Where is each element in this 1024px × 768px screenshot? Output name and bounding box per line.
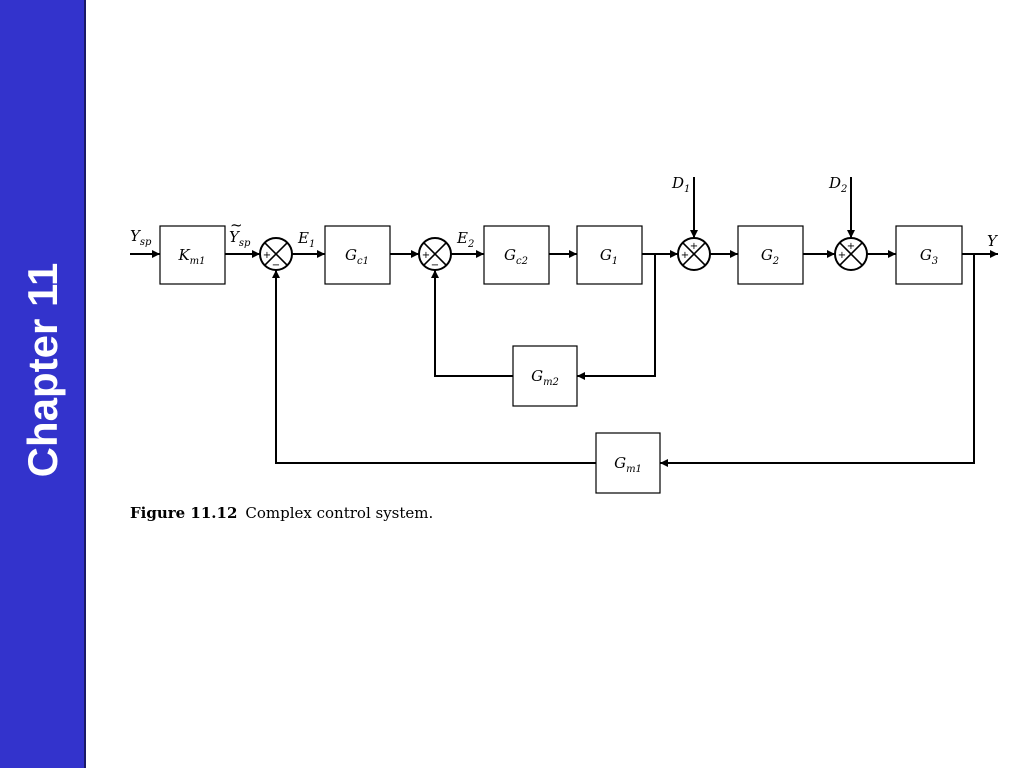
svg-text:G3: G3 xyxy=(920,246,938,267)
summing-junction-1: + − xyxy=(259,237,293,271)
svg-text:G2: G2 xyxy=(761,246,779,267)
svg-text:−: − xyxy=(431,260,439,271)
sidebar-band: Chapter 11 xyxy=(0,0,86,768)
label-y: Y xyxy=(987,232,999,250)
wire-outer-feedback-out xyxy=(660,254,975,467)
block-gc1: Gc1 xyxy=(324,225,391,285)
label-e2: E2 xyxy=(456,229,474,250)
summing-junction-2: + − xyxy=(418,237,452,271)
svg-text:+: + xyxy=(263,250,271,261)
signal-wires xyxy=(130,177,998,467)
svg-text:−: − xyxy=(272,260,280,271)
figure-caption: Figure 11.12 Complex control system. xyxy=(130,504,433,522)
block-gm2: Gm2 xyxy=(512,345,578,407)
svg-text:+: + xyxy=(690,241,698,252)
svg-text:Gm2: Gm2 xyxy=(531,367,559,388)
svg-text:+: + xyxy=(847,241,855,252)
label-ysp-tilde: Ysp xyxy=(229,228,251,249)
svg-text:+: + xyxy=(838,250,846,261)
label-e1: E1 xyxy=(297,229,315,250)
block-gc2: Gc2 xyxy=(483,225,550,285)
label-d1: D1 xyxy=(671,174,690,195)
svg-text:Km1: Km1 xyxy=(177,246,205,267)
svg-text:Gc2: Gc2 xyxy=(504,246,528,267)
block-km1: Km1 xyxy=(159,225,226,285)
svg-text:Gc1: Gc1 xyxy=(345,246,369,267)
block-g2: G2 xyxy=(737,225,804,285)
block-g3: G3 xyxy=(895,225,963,285)
label-ysp-tilde-accent: ~ xyxy=(230,216,243,234)
block-gm1: Gm1 xyxy=(595,432,661,494)
svg-text:Gm1: Gm1 xyxy=(614,454,642,475)
wire-inner-feedback-back xyxy=(431,270,513,377)
svg-text:+: + xyxy=(681,250,689,261)
svg-text:+: + xyxy=(422,250,430,261)
label-ysp: Ysp xyxy=(130,227,152,248)
figure-caption-text: Complex control system. xyxy=(245,504,434,522)
summing-junction-4: + + xyxy=(834,237,868,271)
svg-text:G1: G1 xyxy=(600,246,618,267)
wire-outer-feedback-back xyxy=(272,270,596,464)
wire-inner-feedback-out xyxy=(577,254,656,380)
summing-junction-3: + + xyxy=(677,237,711,271)
figure-number: Figure 11.12 xyxy=(130,504,238,522)
label-d2: D2 xyxy=(828,174,847,195)
block-g1: G1 xyxy=(576,225,643,285)
